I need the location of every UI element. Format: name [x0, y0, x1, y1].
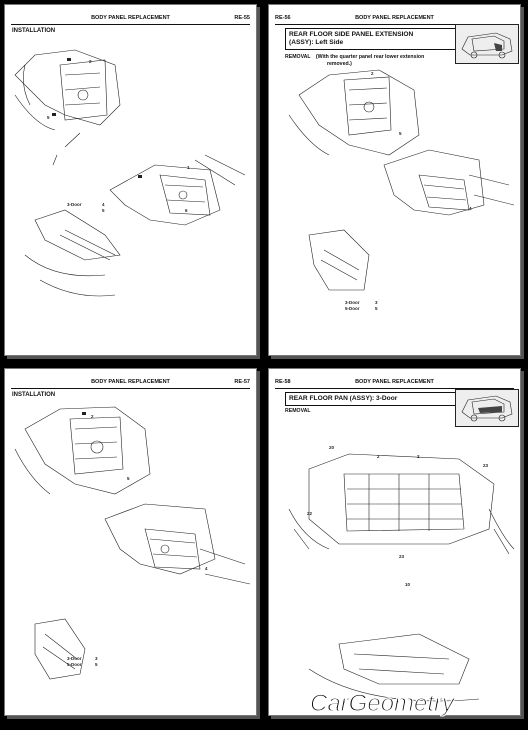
procedure-title: REAR FLOOR SIDE PANEL EXTENSION (ASSY): … [285, 28, 459, 50]
header-title: BODY PANEL REPLACEMENT [355, 15, 434, 21]
logo-wordmark: CarGeometry [309, 689, 456, 717]
callout-10: 10 [405, 582, 411, 587]
callout-3: 3 [95, 656, 98, 661]
callout-5door: 5-Door [67, 662, 82, 667]
callout-3door: 3-Door [67, 202, 82, 207]
callout-6: 6 [185, 208, 188, 213]
header-title: BODY PANEL REPLACEMENT [91, 15, 170, 21]
page-header: RE-56 BODY PANEL REPLACEMENT [275, 12, 514, 25]
callout-box [52, 113, 56, 116]
installation-drawing [14, 406, 251, 680]
removal-note-cont: removed.) [327, 60, 352, 67]
callout-4: 4 [469, 206, 472, 211]
section-heading: INSTALLATION [12, 28, 56, 34]
removal-note: (With the quarter panel rear lower exten… [315, 54, 425, 60]
manual-page-re56: RE-56 BODY PANEL REPLACEMENT REAR FLOOR … [268, 4, 521, 356]
title-line-1: REAR FLOOR PAN (ASSY): 3-Door [289, 395, 398, 402]
callout-5b: 5 [95, 662, 98, 667]
manual-page-re55: BODY PANEL REPLACEMENT RE-55 INSTALLATIO… [4, 4, 257, 356]
callout-1: 1 [187, 165, 190, 170]
callout-4: 4 [102, 202, 105, 207]
title-line-1: REAR FLOOR SIDE PANEL EXTENSION [289, 31, 414, 38]
vehicle-thumbnail [455, 24, 519, 64]
removal-section: REMOVAL (With the quarter panel rear low… [285, 54, 455, 67]
callout-20: 20 [329, 445, 335, 450]
page-header: BODY PANEL REPLACEMENT RE-57 [11, 376, 250, 389]
svg-text:CarGeometry: CarGeometry [310, 690, 456, 717]
callout-5: 5 [47, 115, 50, 120]
callout-2: 2 [377, 454, 380, 459]
callout-2b: 2 [417, 454, 420, 459]
callout-5: 5 [399, 131, 402, 136]
callout-box [138, 175, 142, 178]
callout-5: 5 [127, 476, 130, 481]
page-number: RE-57 [234, 379, 250, 385]
callout-box [67, 58, 71, 61]
callout-2: 2 [371, 71, 374, 76]
header-title: BODY PANEL REPLACEMENT [91, 379, 170, 385]
manual-page-re57: BODY PANEL REPLACEMENT RE-57 INSTALLATIO… [4, 368, 257, 716]
callout-5b: 5 [102, 208, 105, 213]
car-body-icon [461, 395, 513, 422]
vehicle-thumbnail [455, 389, 519, 427]
callout-23: 23 [483, 463, 489, 468]
callout-3door: 3-Door [67, 656, 82, 661]
callout-2: 2 [91, 414, 94, 419]
installation-drawing [14, 49, 246, 297]
procedure-title: REAR FLOOR PAN (ASSY): 3-Door [285, 392, 459, 406]
manual-page-re58: RE-58 BODY PANEL REPLACEMENT REAR FLOOR … [268, 368, 521, 716]
section-heading: INSTALLATION [12, 392, 56, 398]
page-header: RE-58 BODY PANEL REPLACEMENT [275, 376, 514, 389]
page-header: BODY PANEL REPLACEMENT RE-55 [11, 12, 250, 25]
page-number: RE-55 [234, 15, 250, 21]
callout-4: 4 [205, 566, 208, 571]
callout-5b: 5 [375, 306, 378, 311]
header-title: BODY PANEL REPLACEMENT [355, 379, 434, 385]
removal-section: REMOVAL [285, 408, 311, 415]
removal-label: REMOVAL [285, 54, 311, 60]
callout-3door: 3-Door [345, 300, 360, 305]
page-number: RE-56 [275, 15, 291, 21]
callout-5door: 5-Door [345, 306, 360, 311]
callout-23b: 23 [399, 554, 405, 559]
callout-22: 22 [307, 511, 313, 516]
cargeometry-logo: CarGeometry [306, 689, 496, 724]
page-number: RE-58 [275, 379, 291, 385]
callout-2: 2 [89, 59, 92, 64]
callout-3: 3 [375, 300, 378, 305]
title-line-2: (ASSY): Left Side [289, 39, 344, 46]
removal-label: REMOVAL [285, 408, 311, 414]
removal-drawing [288, 453, 515, 702]
car-body-icon [461, 32, 513, 59]
removal-drawing [288, 69, 515, 291]
